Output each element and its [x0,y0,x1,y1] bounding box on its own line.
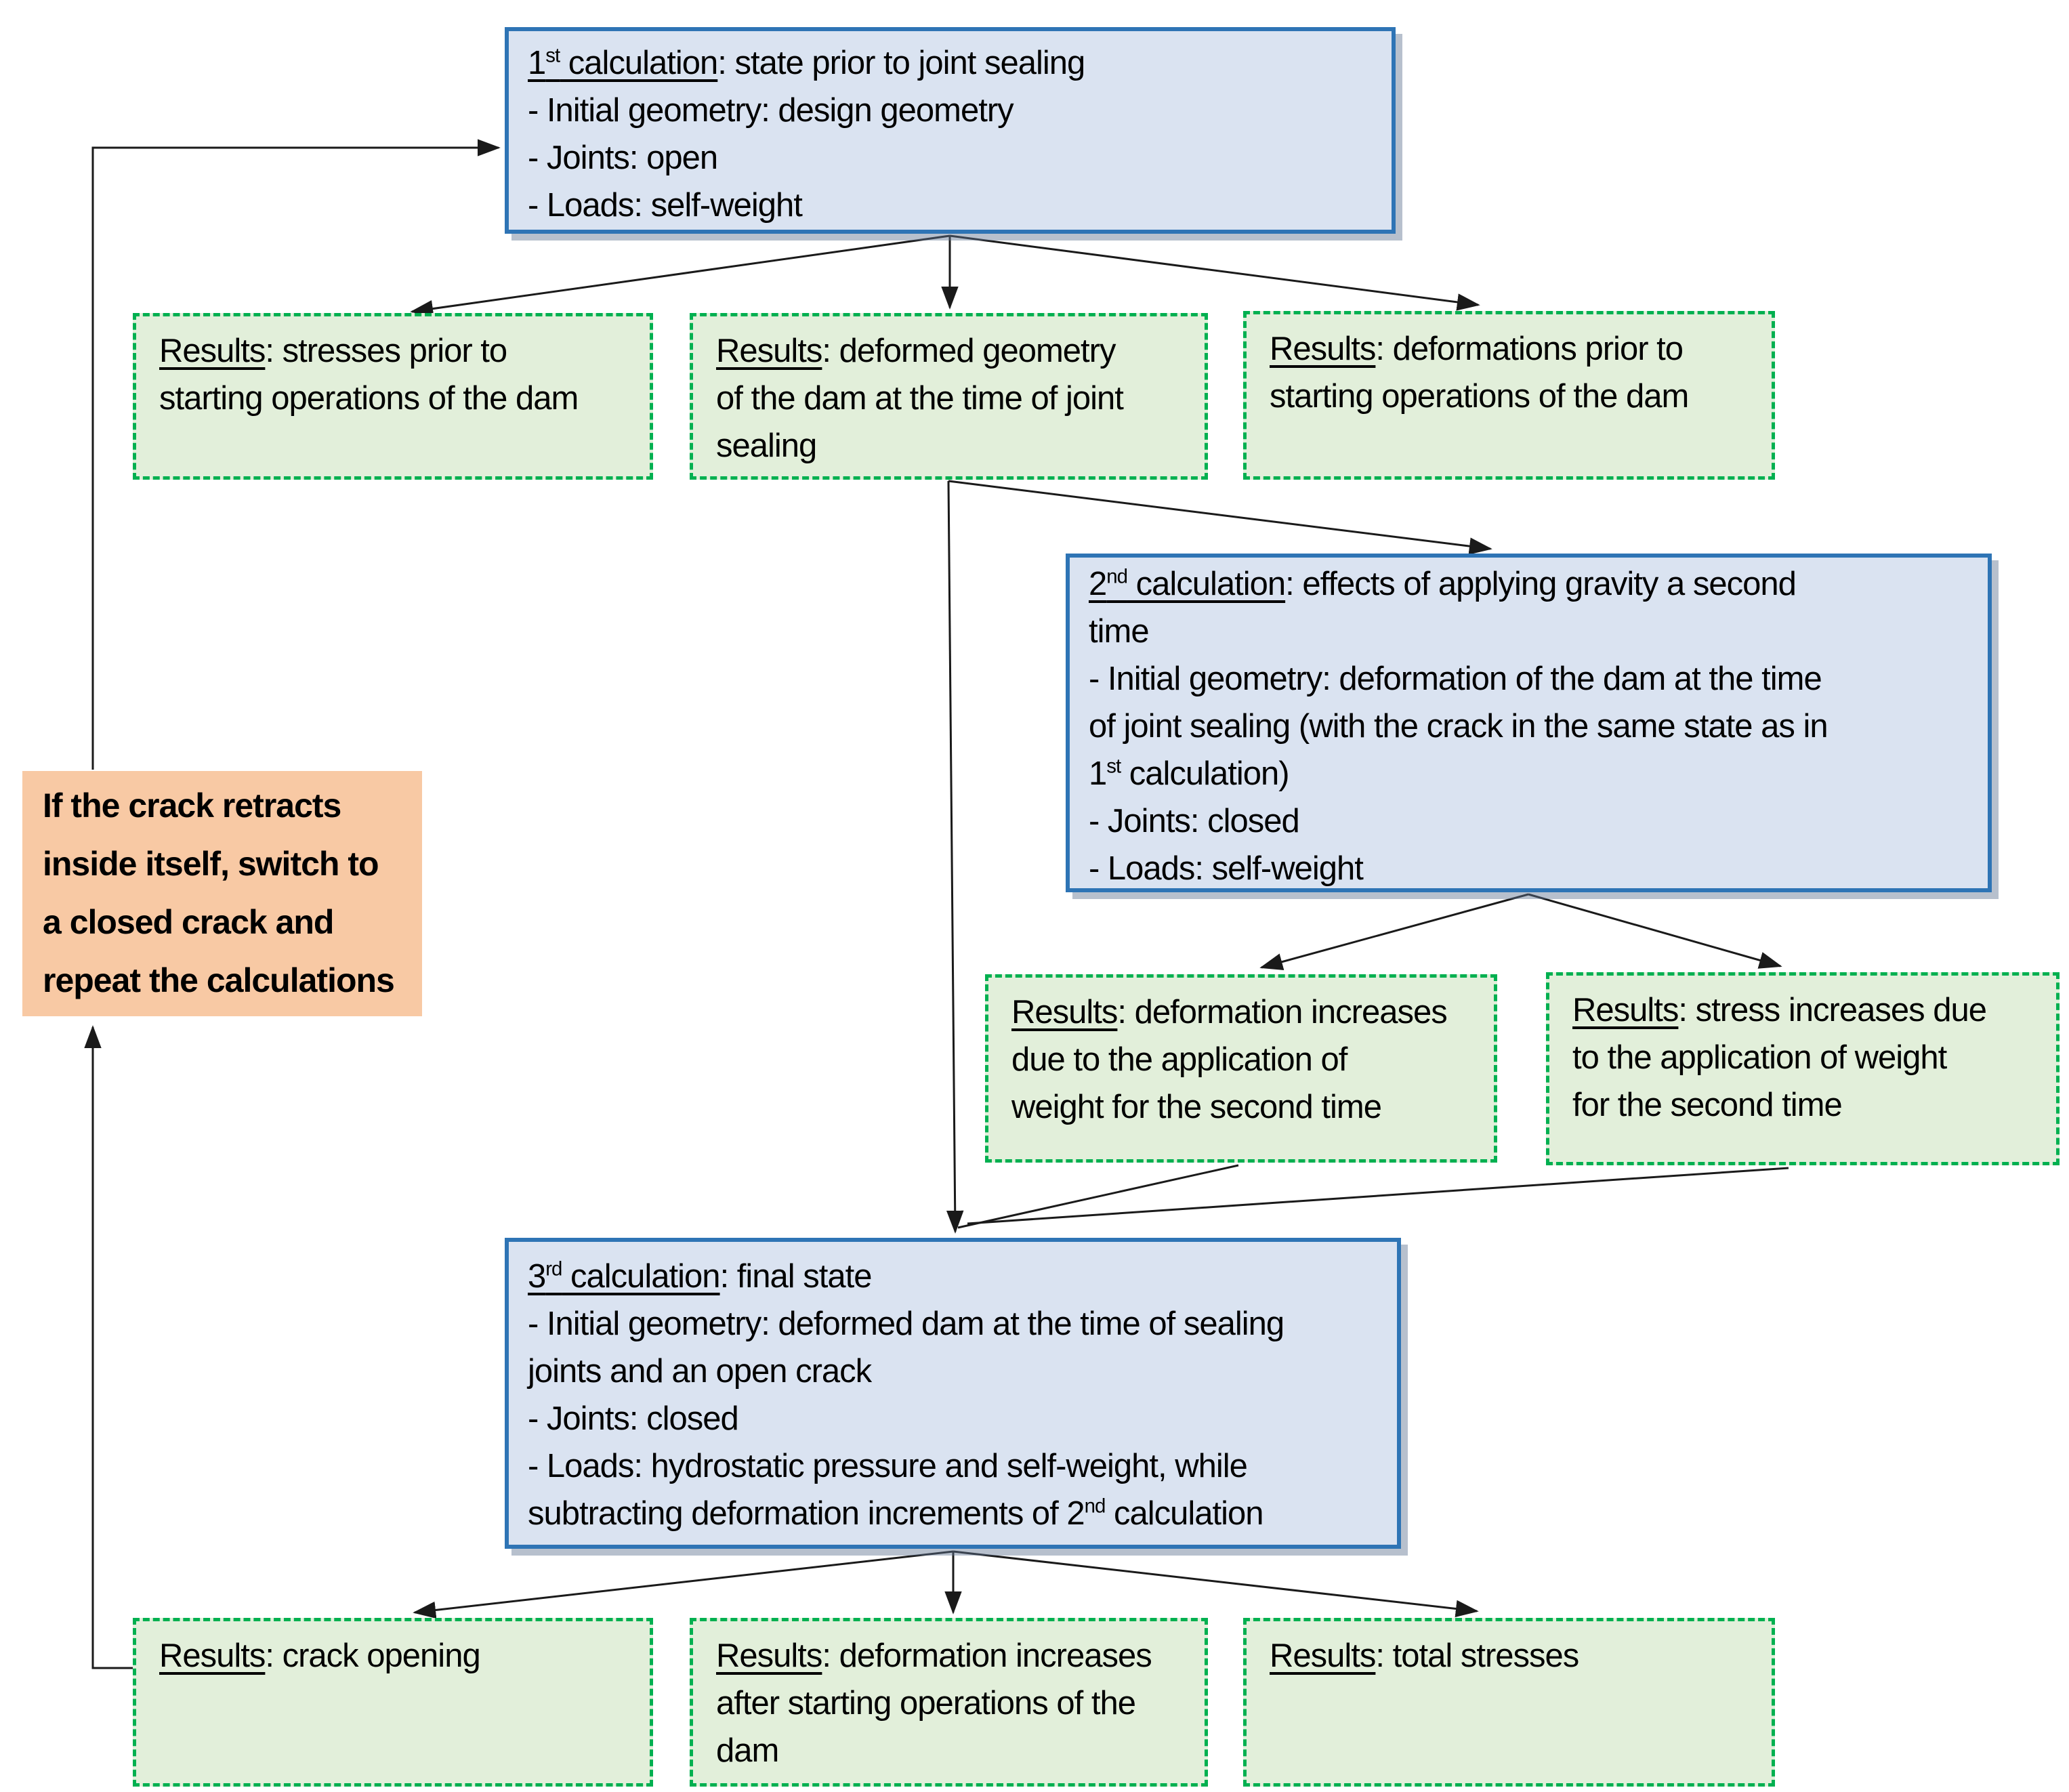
text-line: 1st calculation) [1089,755,1290,792]
second-calculation-box: 2nd calculation: effects of applying gra… [1066,554,1992,892]
text-line: - Initial geometry: design geometry [528,92,1014,129]
text-line: 2nd calculation: effects of applying gra… [1089,565,1797,602]
text-line: inside itself, switch to [43,845,379,883]
text-line: - Loads: hydrostatic pressure and self-w… [528,1448,1248,1484]
results-deformations-prior-box: Results: deformations prior to starting o… [1243,311,1775,480]
text-line: - Joints: closed [1089,803,1300,839]
text-line: sealing [716,428,817,464]
arrow-calc3-to-total-stresses [953,1550,1479,1618]
text-line: - Initial geometry: deformation of the d… [1089,661,1822,697]
text-line: - Initial geometry: deformed dam at the … [528,1306,1284,1342]
text-line: repeat the calculations [43,961,395,999]
text-line: Results: deformations prior to [1270,331,1684,367]
text-line: Results: total stresses [1270,1638,1579,1674]
first-calculation-box: 1st calculation: state prior to joint se… [505,27,1396,234]
arrow-deformed-geometry-to-calc3 [946,480,964,1234]
arrow-calc2-to-deformation-increases [1259,893,1529,971]
text-line: 3rd calculation: final state [528,1257,873,1295]
line-stress-increases-to-calc3 [967,1167,1789,1225]
text-line: a closed crack and [43,903,334,941]
results-deformation-increases-after-box: Results: deformation increases after star… [690,1618,1208,1787]
text-line: starting operations of the dam [159,380,579,417]
text-line: weight for the second time [1011,1089,1382,1125]
text-line: after starting operations of the [716,1685,1136,1722]
text-line: of joint sealing (with the crack in the … [1089,708,1828,745]
text-line: Results: deformed geometry [716,333,1116,369]
text-line: - Loads: self-weight [528,187,803,224]
text-line: time [1089,613,1150,650]
text-line: due to the application of [1011,1041,1347,1078]
text-line: - Joints: open [528,140,718,176]
text-line: for the second time [1572,1087,1843,1123]
results-stress-increases-second-box: Results: stress increases due to the appl… [1546,972,2060,1165]
arrow-calc1-to-stresses-prior [410,234,950,318]
results-deformed-geometry-box: Results: deformed geometry of the dam at … [690,313,1208,480]
line-deformation-increases-to-calc3 [957,1164,1239,1229]
text-line: Results: stress increases due [1572,992,1987,1028]
results-total-stresses-box: Results: total stresses [1243,1618,1775,1787]
text-line: dam [716,1732,779,1769]
arrow-calc1-to-deformations-prior [949,234,1480,311]
text-line: Results: stresses prior to [159,333,507,369]
third-calculation-box: 3rd calculation: final state - Initial ge… [505,1238,1401,1549]
arrow-deformed-geometry-to-calc2 [948,480,1492,555]
text-line: subtracting deformation increments of 2n… [528,1495,1264,1532]
text-line: Results: deformation increases [1011,994,1448,1030]
results-crack-opening-box: Results: crack opening [133,1618,653,1787]
text-line: of the dam at the time of joint [716,380,1124,417]
text-line: - Loads: self-weight [1089,850,1364,887]
text-line: Results: deformation increases [716,1638,1152,1674]
arrow-calc2-to-stress-increases [1528,893,1782,969]
crack-note-box: If the crack retracts inside itself, swit… [22,771,422,1016]
arrow-calc3-to-crack-opening [413,1550,954,1619]
text-line: to the application of weight [1572,1039,1947,1076]
text-line: - Joints: closed [528,1400,739,1437]
text-line: If the crack retracts [43,787,341,825]
text-line: 1st calculation: state prior to joint se… [528,44,1085,81]
results-deformation-increases-second-box: Results: deformation increases due to the… [985,974,1497,1163]
text-line: Results: crack opening [159,1638,481,1674]
results-stresses-prior-box: Results: stresses prior to starting opera… [133,313,653,480]
text-line: starting operations of the dam [1270,378,1689,415]
arrow-crack-opening-to-note [84,1025,133,1669]
text-line: joints and an open crack [528,1353,872,1390]
